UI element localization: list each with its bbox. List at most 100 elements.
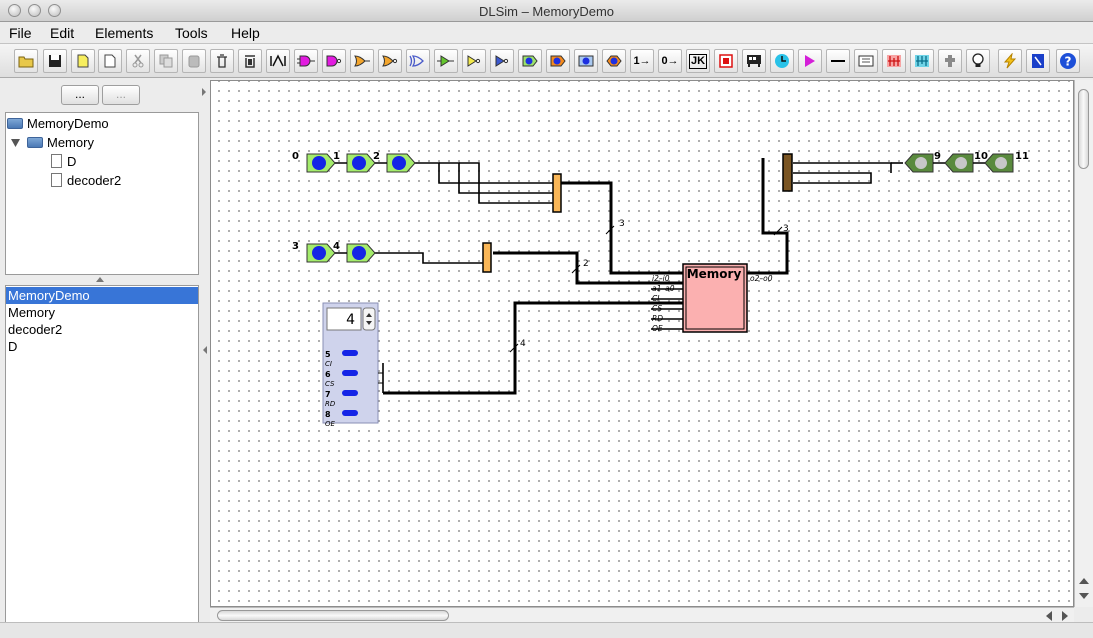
zoom-window-button[interactable] [48, 4, 61, 17]
book-button[interactable] [1026, 49, 1050, 73]
wire [793, 162, 892, 173]
folder-icon [7, 118, 23, 129]
bus-width-label: 2 [583, 259, 589, 269]
input-pin-3[interactable] [306, 243, 336, 263]
input-pin-0[interactable] [306, 153, 336, 173]
scroll-left-icon[interactable] [1045, 611, 1053, 621]
stepper-arrows[interactable] [362, 307, 376, 331]
wire [459, 162, 553, 204]
splitter-handle-icon[interactable] [96, 276, 104, 282]
list-item[interactable]: MemoryDemo [6, 287, 198, 304]
left-panel: ... ... MemoryDemo Memory D decoder2 Mem… [0, 80, 208, 623]
save-button[interactable] [43, 49, 67, 73]
pin-label: 3 [292, 241, 299, 252]
bidirectional-button[interactable] [602, 49, 626, 73]
input-button[interactable] [518, 49, 542, 73]
tree-item-d[interactable]: D [67, 154, 77, 169]
stepper-connector [378, 372, 383, 384]
output-button[interactable] [574, 49, 598, 73]
label-button[interactable] [266, 49, 290, 73]
menu-help[interactable]: Help [231, 25, 260, 41]
or-gate-button[interactable] [350, 49, 374, 73]
and-gate-button[interactable] [294, 49, 318, 73]
tree-item-memory[interactable]: Memory [47, 135, 94, 150]
input-output-button[interactable] [546, 49, 570, 73]
bulb-icon [972, 53, 984, 67]
pin-wires [335, 162, 387, 254]
scroll-right-icon[interactable] [1061, 611, 1069, 621]
merger-button[interactable] [910, 49, 934, 73]
simulate-icon [1003, 53, 1017, 69]
collapse-arrow-icon[interactable] [201, 88, 207, 96]
inverter-button[interactable] [462, 49, 486, 73]
toolbar: 1→ 0→ JK ? [0, 44, 1093, 78]
wire-button[interactable] [826, 49, 850, 73]
output-pin-9[interactable] [904, 153, 934, 173]
paste-button[interactable] [182, 49, 206, 73]
xor-gate-button[interactable] [406, 49, 430, 73]
paste-icon [188, 55, 200, 68]
tri-state-button[interactable] [490, 49, 514, 73]
disclosure-triangle-icon[interactable] [11, 139, 20, 147]
list-item[interactable]: Memory [8, 305, 55, 320]
clock-button[interactable] [770, 49, 794, 73]
output-pin-11[interactable] [984, 153, 1014, 173]
splitter-block[interactable] [782, 153, 793, 192]
menu-elements[interactable]: Elements [95, 25, 154, 41]
help-button[interactable]: ? [1056, 49, 1080, 73]
tree-item-memorydemo[interactable]: MemoryDemo [27, 116, 109, 131]
circuit-canvas[interactable]: 3 2 4 3 0 1 2 3 4 9 10 11 [210, 80, 1074, 607]
splitter-button[interactable] [882, 49, 906, 73]
input-pin-1[interactable] [346, 153, 376, 173]
panel-button-2[interactable]: ... [102, 85, 140, 105]
copy-button[interactable] [154, 49, 178, 73]
vertical-scroll-thumb[interactable] [1078, 89, 1089, 169]
constant-zero-button[interactable]: 0→ [658, 49, 682, 73]
merger-block[interactable] [552, 173, 562, 213]
scroll-down-icon[interactable] [1079, 592, 1089, 600]
jk-flipflop-button[interactable]: JK [686, 49, 710, 73]
plugin-button[interactable] [938, 49, 962, 73]
list-item[interactable]: decoder2 [8, 322, 63, 337]
pin-label: 1 [333, 151, 340, 162]
output-pin-10[interactable] [944, 153, 974, 173]
vertical-scrollbar[interactable] [1074, 80, 1093, 607]
horizontal-scroll-thumb[interactable] [217, 610, 449, 621]
open-button[interactable] [14, 49, 38, 73]
register-button[interactable] [714, 49, 738, 73]
new-file-button[interactable] [98, 49, 122, 73]
probe-button[interactable] [798, 49, 822, 73]
cut-button[interactable] [126, 49, 150, 73]
input-pin-4[interactable] [346, 243, 376, 263]
control-stepper[interactable]: 4 5 6 7 8 CI CS RD OE [322, 302, 383, 428]
new-circuit-button[interactable] [71, 49, 95, 73]
panel-button-1[interactable]: ... [61, 85, 99, 105]
nor-gate-button[interactable] [378, 49, 402, 73]
document-icon [51, 154, 62, 168]
stepper-value[interactable]: 4 [346, 312, 355, 328]
tree-item-decoder2[interactable]: decoder2 [67, 173, 122, 188]
divider-arrow-icon[interactable] [202, 346, 208, 354]
bus-button[interactable] [742, 49, 766, 73]
close-window-button[interactable] [8, 4, 21, 17]
menu-edit[interactable]: Edit [50, 25, 75, 41]
simulate-button[interactable] [998, 49, 1022, 73]
constant-one-button[interactable]: 1→ [630, 49, 654, 73]
bulb-button[interactable] [966, 49, 990, 73]
list-item[interactable]: D [8, 339, 18, 354]
memory-button[interactable] [854, 49, 878, 73]
merger-block[interactable] [482, 242, 492, 273]
clear-button[interactable] [238, 49, 262, 73]
buffer-button[interactable] [434, 49, 458, 73]
delete-button[interactable] [210, 49, 234, 73]
menu-file[interactable]: File [9, 25, 32, 41]
horizontal-scrollbar[interactable] [210, 607, 1074, 622]
memory-block[interactable]: Memory [682, 263, 748, 333]
memory-pin-label: i2–i0 [652, 274, 670, 283]
scroll-up-icon[interactable] [1079, 577, 1089, 585]
minimize-window-button[interactable] [28, 4, 41, 17]
menu-tools[interactable]: Tools [175, 25, 208, 41]
nand-gate-button[interactable] [322, 49, 346, 73]
input-pin-2[interactable] [386, 153, 416, 173]
cut-icon [132, 54, 144, 68]
